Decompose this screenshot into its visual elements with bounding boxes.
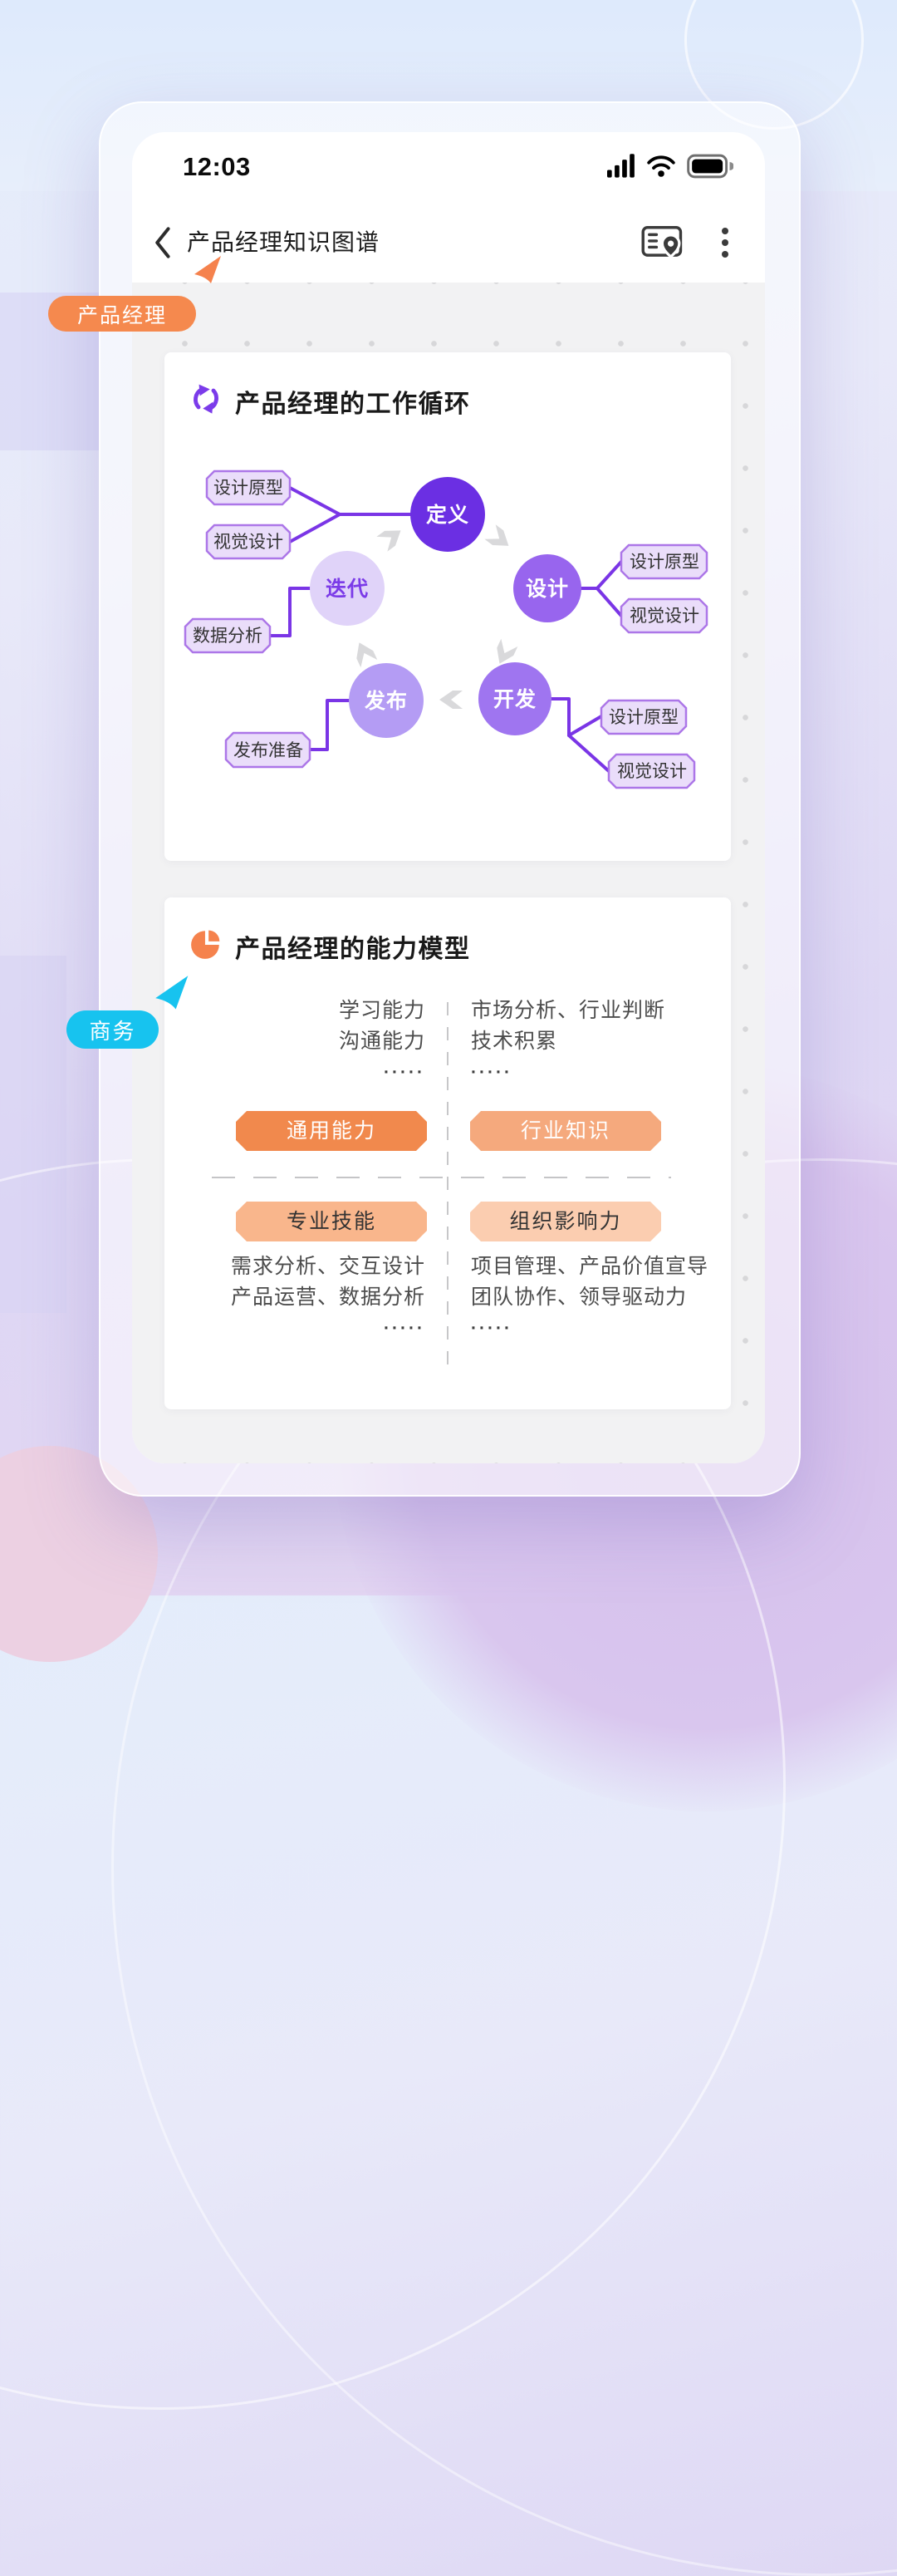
- branch-label: 数据分析: [193, 627, 262, 646]
- collaborator-label-blue: 商务: [66, 1010, 159, 1049]
- cursor-arrow-icon: [194, 256, 221, 283]
- branch-box: [620, 543, 708, 580]
- quadrant-ellipsis: ·····: [471, 1063, 512, 1082]
- professional-skill-tag[interactable]: 专业技能: [236, 1202, 427, 1241]
- quadrant-line: 技术积累: [471, 1030, 558, 1053]
- quadrant-ellipsis: ·····: [384, 1063, 425, 1082]
- branch-box: [620, 597, 708, 634]
- page-title: 产品经理知识图谱: [187, 229, 380, 255]
- pie-chart-icon: [189, 927, 223, 965]
- node-label: 迭代: [326, 578, 369, 601]
- branch-label: 视觉设计: [630, 607, 699, 626]
- branch-label: 视觉设计: [213, 533, 283, 552]
- quadrant-line: 团队协作、领导驱动力: [471, 1286, 688, 1309]
- quadrant-ellipsis: ·····: [384, 1319, 425, 1338]
- capability-model-card: 产品经理的能力模型 学习能力 沟通能力 ····· 市场分析、行业判断 技术积累…: [164, 897, 731, 1409]
- collaborator-label-orange: 产品经理: [48, 296, 196, 332]
- status-bar: 12:03: [132, 132, 765, 202]
- branch-box: [607, 753, 696, 789]
- clock: 12:03: [183, 152, 251, 181]
- node-release[interactable]: [349, 663, 424, 738]
- branch-label: 设计原型: [609, 708, 679, 727]
- quadrant-top-right: 市场分析、行业判断 技术积累 ·····: [471, 995, 665, 1088]
- collaborator-cursor-blue: [154, 974, 191, 1016]
- node-label: 设计: [526, 578, 569, 601]
- quadrant-line: 市场分析、行业判断: [471, 999, 666, 1022]
- phone-screen: 12:03: [132, 132, 765, 1463]
- node-label: 发布: [364, 689, 408, 713]
- quadrant-line: 产品运营、数据分析: [230, 1286, 425, 1309]
- quadrant-bottom-right: 项目管理、产品价值宣导 团队协作、领导驱动力 ·····: [471, 1251, 708, 1344]
- mindmap-diagram: 设计原型 视觉设计 数据分析 发布准备 设计原型 视觉设计 设计原型 视觉设计 …: [184, 469, 708, 789]
- quadrant-bottom-left: 需求分析、交互设计 产品运营、数据分析 ·····: [231, 1251, 425, 1344]
- branch-label: 设计原型: [630, 553, 699, 572]
- quadrant-ellipsis: ·····: [471, 1319, 512, 1338]
- branch-box: [224, 731, 311, 769]
- branch-box: [600, 699, 688, 735]
- general-ability-tag[interactable]: 通用能力: [236, 1111, 427, 1151]
- cycle-icon: [189, 382, 223, 420]
- card-title: 产品经理的工作循环: [235, 390, 471, 418]
- branch-box: [184, 617, 272, 654]
- cursor-arrow-icon: [155, 976, 189, 1010]
- battery-icon: [687, 154, 734, 183]
- node-define[interactable]: [410, 477, 485, 552]
- node-develop[interactable]: [478, 662, 551, 735]
- quadrant-line: 沟通能力: [338, 1030, 425, 1053]
- wifi-icon: [646, 155, 676, 182]
- branch-box: [205, 524, 292, 560]
- quadrant-line: 需求分析、交互设计: [230, 1255, 425, 1278]
- horizontal-divider: [212, 1177, 671, 1178]
- branch-box: [205, 469, 292, 506]
- branch-connectors: [268, 486, 623, 773]
- quadrant-line: 学习能力: [338, 999, 425, 1022]
- branch-label: 发布准备: [233, 741, 303, 760]
- node-label: 定义: [426, 503, 469, 527]
- branch-label: 设计原型: [213, 479, 283, 498]
- more-menu-icon[interactable]: [720, 225, 730, 264]
- org-influence-tag[interactable]: 组织影响力: [470, 1202, 661, 1241]
- industry-knowledge-tag[interactable]: 行业知识: [470, 1111, 661, 1151]
- back-button[interactable]: [153, 226, 174, 259]
- nav-bar: 产品经理知识图谱: [132, 202, 765, 284]
- branch-label: 视觉设计: [617, 762, 687, 781]
- node-iterate[interactable]: [310, 551, 385, 626]
- collaborator-cursor-orange: [194, 254, 223, 290]
- card-title: 产品经理的能力模型: [235, 935, 471, 963]
- vertical-divider: [447, 1002, 448, 1365]
- node-label: 开发: [493, 687, 537, 711]
- work-cycle-card: 产品经理的工作循环: [164, 352, 731, 861]
- signal-icon: [607, 154, 635, 183]
- quadrant-line: 项目管理、产品价值宣导: [471, 1255, 709, 1278]
- quadrant-top-left: 学习能力 沟通能力 ·····: [339, 995, 425, 1088]
- node-design[interactable]: [513, 554, 581, 622]
- map-card-icon[interactable]: [640, 222, 687, 266]
